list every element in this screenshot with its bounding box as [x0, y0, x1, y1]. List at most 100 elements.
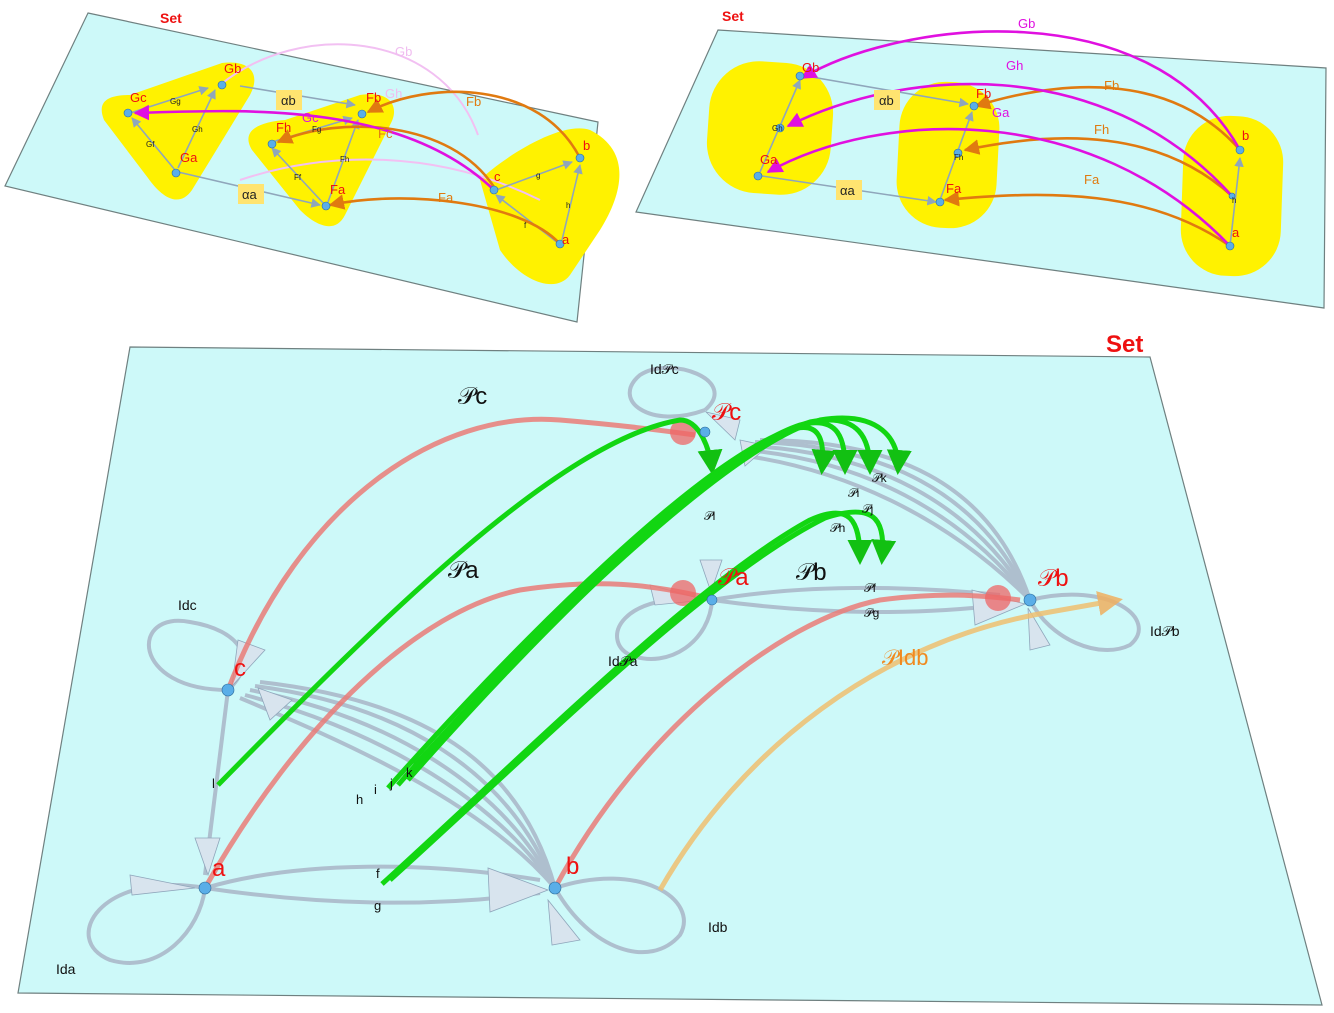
- node-pb: [1023, 593, 1037, 607]
- node-pa: [706, 594, 718, 606]
- node-ga-1: Ga: [180, 150, 198, 165]
- arc-gh-1: Gh: [385, 86, 402, 101]
- id-pc-label: Id𝒫c: [650, 361, 679, 377]
- node-fh-1: Fh: [276, 120, 291, 135]
- id-b-label: Idb: [708, 919, 728, 935]
- arc-fa-2: Fa: [1084, 172, 1100, 187]
- node-h-2: h: [1232, 196, 1236, 205]
- node-fh-2: Fh: [954, 153, 963, 162]
- node-gb-2: Gb: [802, 60, 819, 75]
- diagram-2: Set Gb Ga Fb Fa b a Gh Fh h αb αa Gb Gh …: [635, 8, 1327, 309]
- p-edge-j: 𝒫j: [862, 502, 873, 516]
- label-pa: 𝒫a: [718, 564, 749, 591]
- functor-arc-pid-b: [657, 591, 1123, 892]
- node-c-1: c: [494, 169, 501, 184]
- edge-fh-1: Fh: [340, 155, 349, 164]
- node-b: [548, 881, 562, 895]
- label-b: b: [566, 853, 579, 880]
- functor-label-pa: 𝒫a: [448, 557, 479, 584]
- functor-arc-pa: [202, 581, 701, 890]
- arc-fb-1: Fb: [466, 94, 481, 109]
- edge-g-1: g: [536, 171, 540, 180]
- set-label-3: Set: [1106, 331, 1143, 358]
- p-edge-f: 𝒫f: [864, 581, 877, 595]
- edge-f-1: f: [524, 221, 527, 230]
- node-c: [221, 683, 235, 697]
- edge-ff-1: Ff: [294, 173, 302, 182]
- alpha-b-2: αb: [879, 93, 894, 108]
- edge-i: i: [374, 782, 377, 797]
- label-pb: 𝒫b: [1038, 565, 1069, 592]
- node-gc-1: Gc: [130, 90, 147, 105]
- yellow-blob-g: [101, 62, 255, 200]
- edge-h-1: h: [566, 201, 570, 210]
- p-edge-g: 𝒫g: [864, 606, 879, 620]
- node-fa-1: Fa: [330, 182, 346, 197]
- arc-gb-2: Gb: [1018, 16, 1035, 31]
- arc-ga-2: Ga: [992, 105, 1010, 120]
- edge-l: l: [212, 776, 215, 791]
- arc-fh-2: Fh: [1094, 122, 1109, 137]
- arc-gh-2: Gh: [1006, 58, 1023, 73]
- id-pa-label: Id𝒫a: [608, 653, 638, 669]
- functor-label-pc: 𝒫c: [458, 383, 487, 410]
- arc-gb-1: Gb: [395, 44, 412, 59]
- edge-k: k: [406, 765, 413, 780]
- diagram-3: Set c a b 𝒫c 𝒫a 𝒫b 𝒫c 𝒫a 𝒫b 𝒫Idb Idc Ida…: [17, 331, 1323, 1006]
- node-ga-2: Ga: [760, 152, 778, 167]
- edge-j: j: [389, 776, 393, 791]
- yellow-blob-f2: [896, 81, 1000, 229]
- node-fa-2: Fa: [946, 181, 962, 196]
- green-line-f: [380, 510, 873, 886]
- edge-f: f: [376, 866, 380, 881]
- alpha-b-1: αb: [281, 93, 296, 108]
- yellow-blob-a: [480, 128, 620, 285]
- node-pc: [699, 426, 711, 438]
- yellow-blob-g2: [706, 61, 834, 195]
- node-fb-2: Fb: [976, 86, 991, 101]
- node-b-1: b: [583, 138, 590, 153]
- label-pc: 𝒫c: [712, 399, 741, 426]
- arc-fa-1: Fa: [438, 190, 454, 205]
- node-gh-2: Gh: [772, 124, 783, 133]
- node-a: [198, 881, 212, 895]
- edge-fg-1: Fg: [312, 125, 321, 134]
- edge-h: h: [356, 792, 363, 807]
- loop-id-pc: [627, 365, 717, 419]
- loop-id-b: [553, 876, 686, 955]
- functor-label-pid-b: 𝒫Idb: [882, 645, 928, 670]
- p-edge-i: 𝒫i: [848, 486, 859, 500]
- green-line-g: [388, 509, 897, 882]
- p-edge-l: 𝒫l: [704, 509, 715, 523]
- id-pb-label: Id𝒫b: [1150, 623, 1180, 639]
- diagram-1: Set Gb Gc Ga Fb Fh Fa c b a Gg Gh Gf Fg …: [4, 10, 620, 323]
- p-edge-h: 𝒫h: [830, 521, 845, 535]
- edge-gf-1: Gf: [146, 140, 155, 149]
- set-label-1: Set: [160, 10, 182, 26]
- node-a-2: a: [1232, 225, 1240, 240]
- edge-gh-1: Gh: [192, 125, 203, 134]
- label-a: a: [212, 855, 226, 882]
- alpha-a-1: αa: [242, 187, 258, 202]
- node-fb-1: Fb: [366, 90, 381, 105]
- node-gb-1: Gb: [224, 61, 241, 76]
- node-b-2: b: [1242, 128, 1249, 143]
- label-c: c: [234, 655, 246, 682]
- loop-id-pb: [1028, 592, 1141, 652]
- functor-arc-pb: [552, 592, 1021, 890]
- set-label-2: Set: [722, 8, 744, 24]
- node-a-1: a: [562, 232, 570, 247]
- edge-gg-1: Gg: [170, 97, 181, 106]
- id-a-label: Ida: [56, 961, 76, 977]
- arc-gc-1: Gc: [302, 110, 319, 125]
- arc-fc-1: Fc: [378, 126, 393, 141]
- functor-label-pb: 𝒫b: [796, 559, 827, 586]
- alpha-a-2: αa: [840, 183, 856, 198]
- edge-g: g: [374, 898, 381, 913]
- green-line-k: [413, 415, 912, 767]
- p-edge-k: 𝒫k: [872, 471, 888, 485]
- arc-fb-2: Fb: [1104, 78, 1119, 93]
- plane-3: [17, 346, 1323, 1006]
- id-c-label: Idc: [178, 597, 197, 613]
